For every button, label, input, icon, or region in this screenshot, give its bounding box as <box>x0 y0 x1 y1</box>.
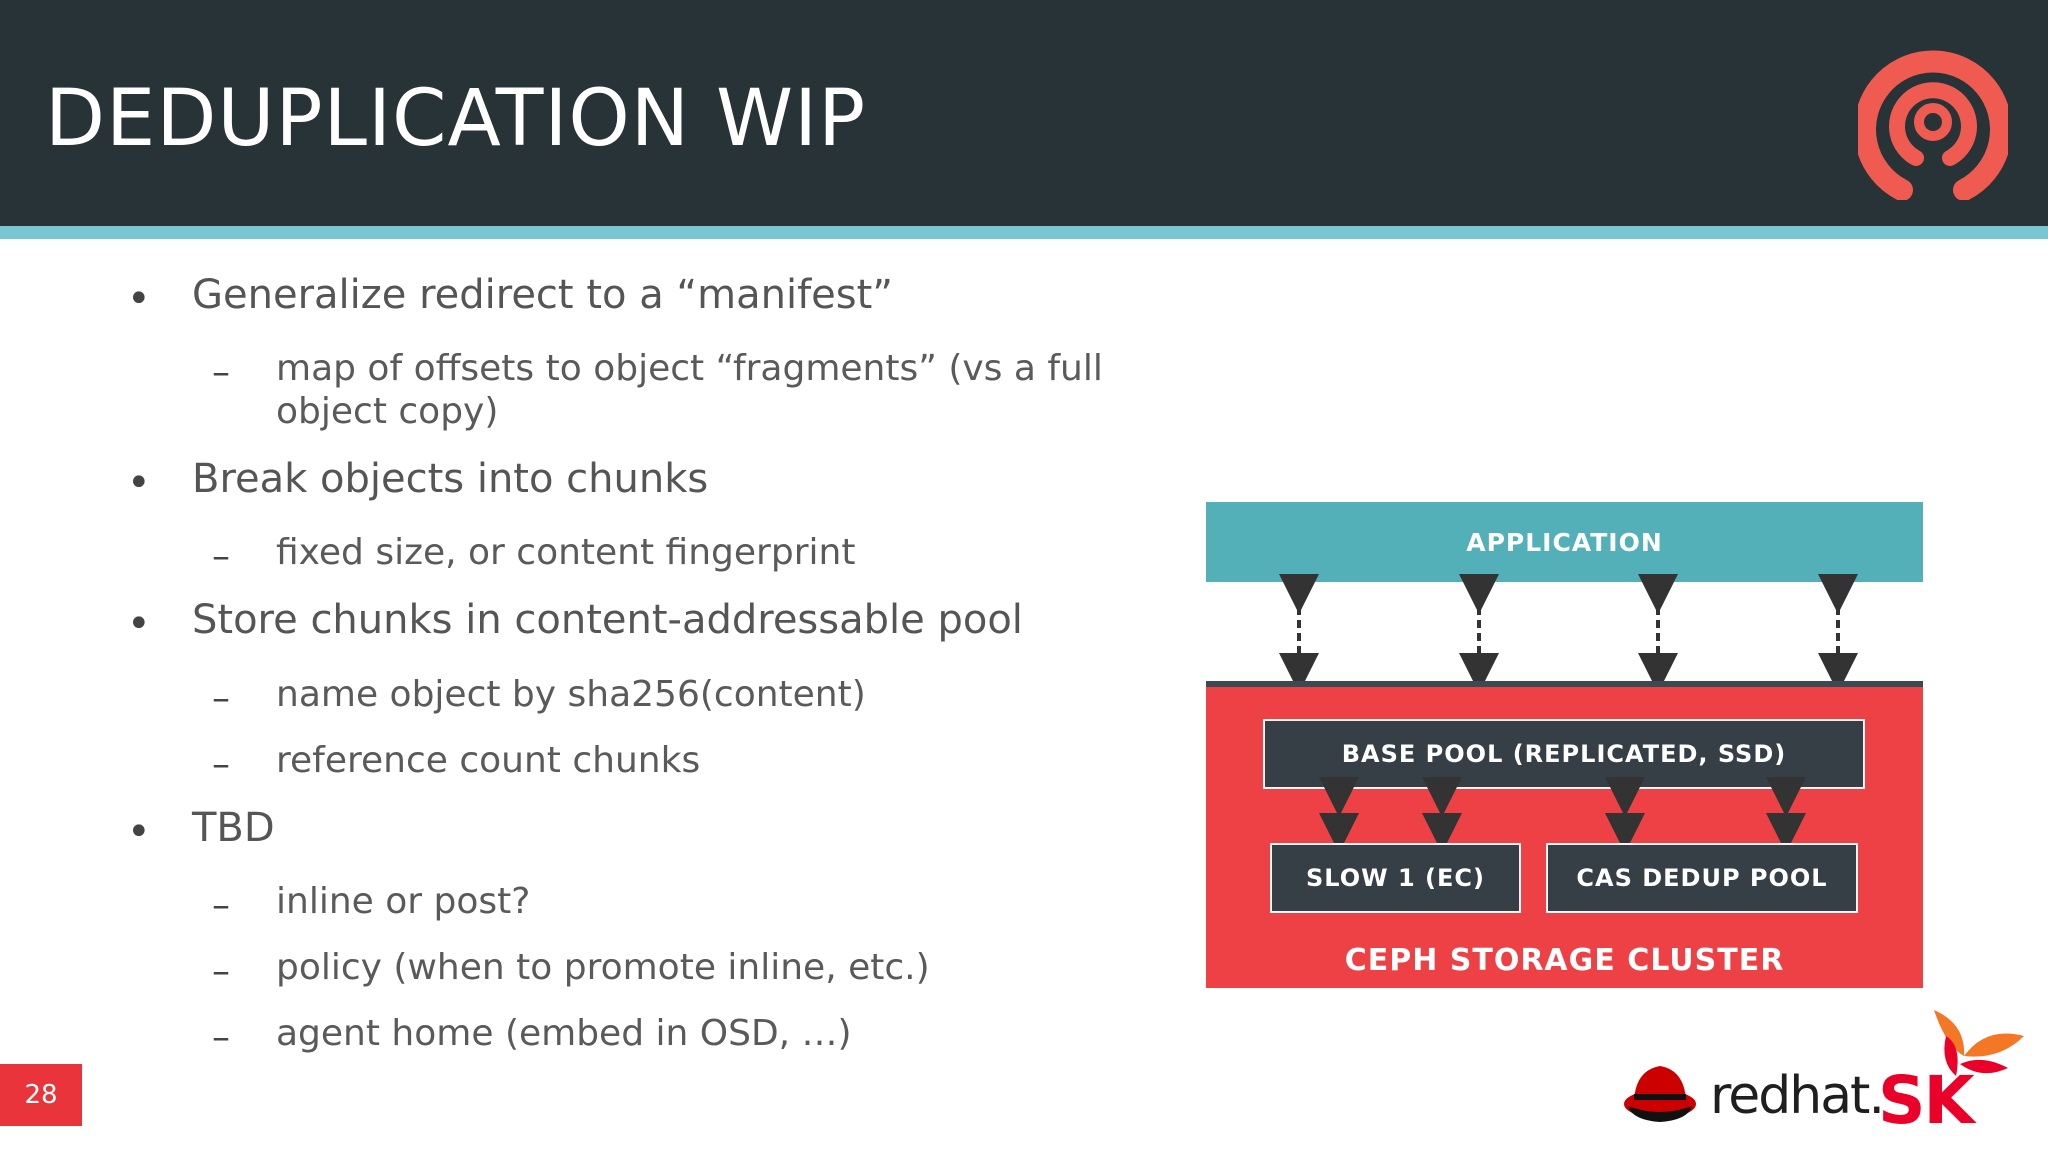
sub-bullet-marker: – <box>212 536 230 577</box>
bullet-marker: • <box>127 276 151 322</box>
bullet-marker: • <box>127 460 151 506</box>
bullet-text: Generalize redirect to a “manifest” <box>192 272 894 318</box>
sk-logo-text: SK <box>1878 1062 1975 1139</box>
bullet-marker: • <box>127 809 151 855</box>
sub-bullet-text: agent home (embed in OSD, …) <box>276 1013 852 1054</box>
bullet-text: TBD <box>192 805 275 851</box>
bullet-marker: • <box>127 601 151 647</box>
slow-ec-pool: SLOW 1 (EC) <box>1270 843 1521 913</box>
slide-header <box>0 0 2048 226</box>
ceph-dedup-diagram: APPLICATION BASE POOL (REPLICATED, SSD) <box>1206 502 1923 988</box>
cas-dedup-pool: CAS DEDUP POOL <box>1546 843 1858 913</box>
sub-bullet-text: name object by sha256(content) <box>276 674 866 715</box>
bullet-list: • Generalize redirect to a “manifest” – … <box>127 272 1103 1058</box>
page-number: 28 <box>0 1064 82 1126</box>
sk-butterfly-icon <box>1934 1010 2024 1076</box>
sub-bullet-text: reference count chunks <box>276 740 701 781</box>
base-pool: BASE POOL (REPLICATED, SSD) <box>1263 719 1865 789</box>
cluster-label: CEPH STORAGE CLUSTER <box>1344 943 1785 978</box>
redhat-shadowman-icon <box>1624 1066 1696 1122</box>
slide-title: DEDUPLICATION WIP <box>45 74 867 164</box>
header-stripe <box>0 226 2048 239</box>
pool-arrows <box>1319 777 1806 853</box>
sub-bullet-marker: – <box>212 678 230 719</box>
bullet-text: Break objects into chunks <box>192 456 709 502</box>
sub-bullet-marker: – <box>212 1017 230 1058</box>
sub-bullet-marker: – <box>212 885 230 926</box>
ceph-logo-icon <box>1858 50 2008 200</box>
sub-bullet-marker: – <box>212 744 230 785</box>
ceph-storage-cluster: BASE POOL (REPLICATED, SSD) SLOW 1 (EC) … <box>1206 681 1923 988</box>
sub-bullet-text: object copy) <box>276 391 499 432</box>
bullet-text: Store chunks in content-addressable pool <box>192 597 1023 643</box>
sub-bullet-marker: – <box>212 951 230 992</box>
sub-bullet-text: map of offsets to object “fragments” (vs… <box>276 348 1103 389</box>
sub-bullet-text: policy (when to promote inline, etc.) <box>276 947 930 988</box>
sub-bullet-text: fixed size, or content fingerprint <box>276 532 856 573</box>
sub-bullet-text: inline or post? <box>276 881 531 922</box>
application-arrows <box>1279 574 1858 693</box>
application-layer: APPLICATION <box>1206 502 1923 582</box>
redhat-logo-text: redhat. <box>1710 1066 1885 1126</box>
sub-bullet-marker: – <box>212 352 230 393</box>
